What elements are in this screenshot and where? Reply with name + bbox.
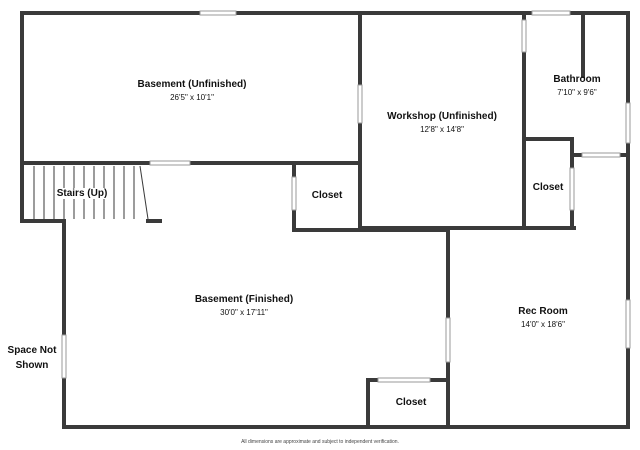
room-name: Basement (Unfinished) xyxy=(137,79,247,90)
room-name: Closet xyxy=(395,397,427,408)
room-dimensions: 12'8" x 14'8" xyxy=(420,125,464,134)
windows-and-openings xyxy=(61,10,631,383)
wall-outer-top-right xyxy=(20,11,630,429)
room-dimensions: 14'0" x 18'6" xyxy=(521,320,565,329)
room-name: Workshop (Unfinished) xyxy=(387,111,497,122)
room-name: Bathroom xyxy=(553,74,601,85)
wall-closet-top xyxy=(292,163,450,232)
disclaimer: All dimensions are approximate and subje… xyxy=(241,439,399,445)
room-basement-unfinished: Basement (Unfinished) 26'5" x 10'1" xyxy=(138,73,247,103)
room-stairs: Stairs (Up) xyxy=(55,182,109,202)
room-dimensions: 26'5" x 10'1" xyxy=(170,93,214,102)
wall-closet-bottom xyxy=(366,378,450,429)
room-closet-bottom: Closet xyxy=(396,391,427,411)
walls xyxy=(20,11,630,429)
room-bathroom: Bathroom 7'10" x 9'6" xyxy=(553,68,600,98)
room-workshop: Workshop (Unfinished) 12'8" x 14'8" xyxy=(387,105,497,135)
room-rec-room: Rec Room 14'0" x 18'6" xyxy=(518,300,567,330)
room-name: Rec Room xyxy=(518,306,568,317)
room-name: Closet xyxy=(532,182,564,193)
room-name: Closet xyxy=(311,190,343,201)
space-not-shown-label: Space Not Shown xyxy=(7,345,57,371)
room-closet-top: Closet xyxy=(312,184,343,204)
room-name: Stairs (Up) xyxy=(55,188,109,199)
room-name: Basement (Finished) xyxy=(194,294,294,305)
room-closet-right: Closet xyxy=(533,176,564,196)
room-basement-finished: Basement (Finished) 30'0" x 17'11" xyxy=(195,288,293,318)
room-dimensions: 7'10" x 9'6" xyxy=(557,88,597,97)
room-dimensions: 30'0" x 17'11" xyxy=(220,308,268,317)
